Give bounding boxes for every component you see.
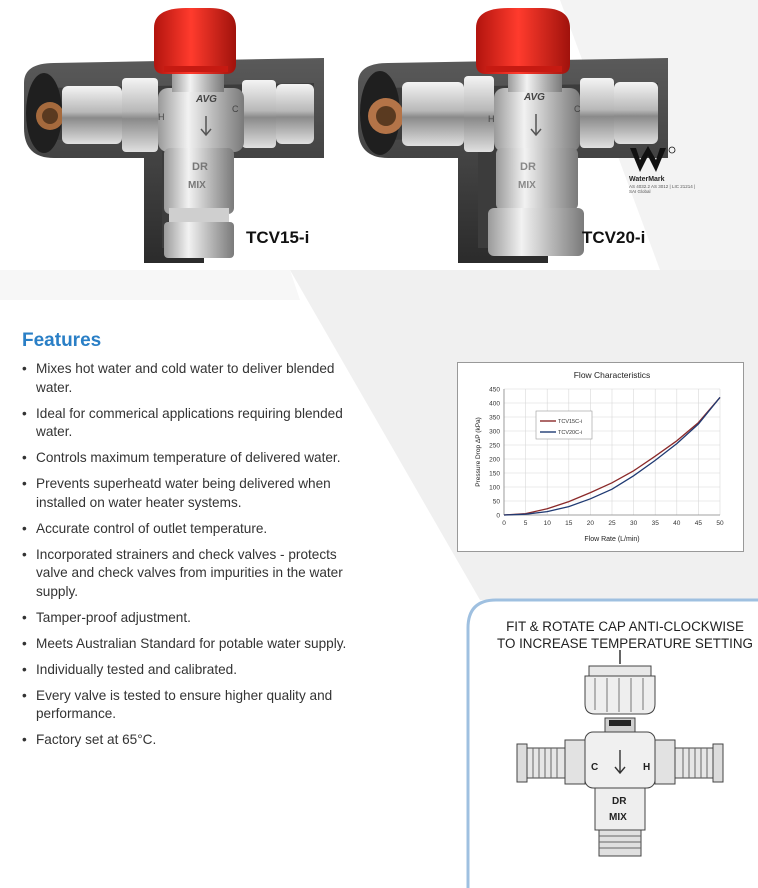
feature-text: Accurate control of outlet temperature. [36, 520, 268, 536]
valve-mark-dr-1: DR [192, 161, 208, 173]
feature-text: Prevents superheatd water being delivere… [36, 476, 331, 510]
chart-ytick-label: 400 [489, 401, 500, 408]
feature-item: • Ideal for commerical applications requi… [22, 405, 352, 442]
cap-instruction-line-2: TO INCREASE TEMPERATURE SETTING [497, 636, 753, 651]
chart-xtick-label: 45 [695, 520, 703, 527]
chart-ytick-label: 300 [489, 429, 500, 436]
feature-text: Controls maximum temperature of delivere… [36, 450, 341, 465]
chart-ytick-label: 100 [489, 485, 500, 492]
feature-text: Mixes hot water and cold water to delive… [36, 361, 335, 395]
feature-text: Incorporated strainers and check valves … [36, 546, 343, 599]
chart-legend-box [535, 410, 593, 440]
chart-ytick-label: 0 [496, 513, 500, 520]
diagram-mark-h: H [643, 762, 650, 773]
bullet-icon: • [22, 361, 27, 376]
feature-item: • Individually tested and calibrated. [22, 661, 352, 680]
chart-ytick-label: 200 [489, 457, 500, 464]
chart-xtick-label: 10 [544, 520, 552, 527]
chart-ytick-label: 150 [489, 471, 500, 478]
feature-item: • Mixes hot water and cold water to deliv… [22, 360, 352, 397]
feature-item: • Every valve is tested to ensure higher … [22, 687, 352, 724]
chart-title: Flow Characteristics [574, 370, 651, 380]
chart-x-label: Flow Rate (L/min) [584, 536, 639, 543]
feature-item: • Meets Australian Standard for potable w… [22, 635, 352, 654]
chart-series-line-1 [503, 396, 721, 516]
bullet-icon: • [22, 520, 27, 536]
chart-ytick-label: 250 [489, 443, 500, 450]
chart-xtick-label: 25 [608, 520, 616, 527]
chart-legend-label: TCV15C-i [558, 419, 582, 425]
cap-instruction-line-1: FIT & ROTATE CAP ANTI-CLOCKWISE [506, 619, 744, 634]
feature-text: Tamper-proof adjustment. [36, 609, 191, 625]
feature-text: Individually tested and calibrated. [36, 661, 238, 677]
valve-cutaway-image-1: AVG H C DR MIX [24, 8, 324, 263]
valve-mark-avg-1: AVG [195, 94, 217, 105]
features-heading: Features [22, 330, 102, 351]
chart-xtick-label: 35 [652, 520, 660, 527]
chart-xtick-label: 20 [587, 520, 595, 527]
chart-xtick-label: 0 [502, 520, 506, 527]
valve-mark-c-2: C [574, 104, 581, 114]
watermark-name: WaterMark [629, 176, 665, 183]
bullet-icon: • [22, 635, 27, 651]
chart-ytick-label: 50 [493, 499, 501, 506]
valve-mark-avg-2: AVG [523, 92, 545, 103]
chart-xtick-label: 40 [673, 520, 681, 527]
watermark-logo-icon [630, 146, 676, 172]
bullet-icon: • [22, 661, 27, 677]
bullet-icon: • [22, 405, 27, 421]
feature-item: • Factory set at 65°C. [22, 731, 352, 750]
feature-text: Every valve is tested to ensure higher q… [36, 687, 333, 722]
diagram-mark-c: C [591, 762, 598, 773]
diagram-mark-mix: MIX [609, 812, 627, 823]
chart-xtick-label: 50 [716, 520, 724, 527]
valve-mark-h-2: H [488, 114, 495, 124]
valve-diagram-cap-removed: C H DR MIX [516, 650, 724, 857]
feature-text: Meets Australian Standard for potable wa… [36, 635, 347, 651]
valve-mark-h-1: H [158, 112, 165, 122]
chart-ytick-label: 450 [489, 387, 500, 394]
watermark-detail: AS 4032.2 AS 3012 | LIC 21214 | SAI Glob… [629, 184, 696, 194]
bullet-icon: • [22, 546, 27, 562]
feature-item: • Tamper-proof adjustment. [22, 609, 352, 628]
chart-xtick-label: 5 [524, 520, 528, 527]
chart-xtick-label: 30 [630, 520, 638, 527]
valve-mark-c-1: C [232, 104, 239, 114]
chart-ytick-label: 350 [489, 415, 500, 422]
cap-instruction-panel [466, 598, 758, 888]
bullet-icon: • [22, 732, 27, 747]
chart-legend-label: TCV20C-i [558, 430, 582, 436]
feature-item: • Prevents superheatd water being deliver… [22, 475, 352, 512]
valve-mark-mix-2: MIX [518, 180, 536, 191]
feature-item: • Controls maximum temperature of deliver… [22, 449, 352, 468]
diagram-mark-dr: DR [612, 796, 627, 807]
valve-cutaway-image-2: AVG H C DR MIX [358, 8, 668, 263]
feature-text: Factory set at 65°C. [36, 732, 157, 747]
bullet-icon: • [22, 450, 27, 465]
cap-instruction-text: FIT & ROTATE CAP ANTI-CLOCKWISE TO INCRE… [480, 618, 758, 652]
feature-item: • Accurate control of outlet temperature. [22, 520, 352, 539]
bullet-icon: • [22, 609, 27, 625]
bullet-icon: • [22, 687, 27, 703]
chart-y-label: Pressure Drop ΔP (kPa) [475, 417, 482, 487]
flow-characteristics-chart: Flow Characteristics05010015020025030035… [475, 370, 724, 543]
feature-text: Ideal for commerical applications requir… [36, 405, 343, 440]
chart-xtick-label: 15 [565, 520, 573, 527]
product-label-tcv15: TCV15-i [246, 228, 310, 247]
feature-item: • Incorporated strainers and check valves… [22, 546, 352, 602]
product-label-tcv20: TCV20-i [582, 228, 646, 247]
features-list: • Mixes hot water and cold water to deliv… [22, 360, 352, 757]
bullet-icon: • [22, 476, 27, 491]
valve-mark-mix-1: MIX [188, 180, 206, 191]
valve-mark-dr-2: DR [520, 161, 536, 173]
chart-series-line-2 [503, 396, 721, 516]
